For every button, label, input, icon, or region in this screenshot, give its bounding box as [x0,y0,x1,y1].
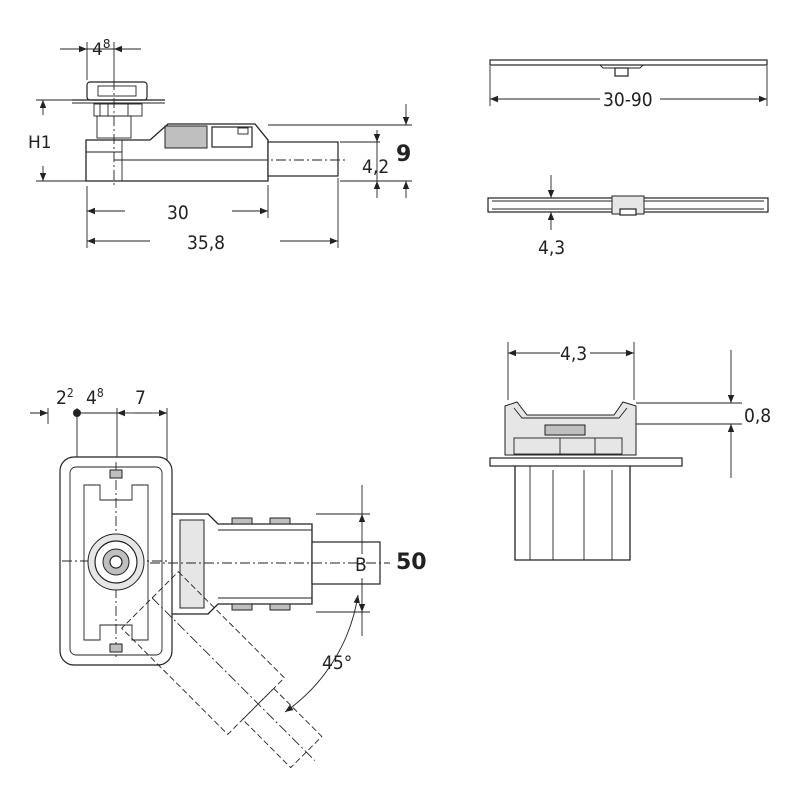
dim-height-h1: H1 [28,133,52,153]
dim-channel-height: 4,3 [538,237,565,259]
dim-offset-a: 22 [56,386,74,409]
dim-length-range: 30-90 [603,89,653,111]
dim-section-step: 0,8 [744,405,771,427]
outlet-pipe [267,141,339,177]
trap-section-body [514,466,631,561]
section-flange [489,457,683,467]
channel-top-view: 30-90 [489,59,768,111]
dim-outlet-height: 4,2 [362,156,389,178]
dim-inner-length: 30 [167,202,189,224]
angle-arc [284,594,360,713]
dim-outlet-overall: 9 [396,142,411,167]
channel-cover [489,59,768,66]
dim-total-length: 35,8 [187,232,225,254]
side-view: 48 H1 30 35,8 4,2 9 [28,37,412,254]
section-view: 4,3 0,8 [489,342,771,561]
dim-offset-c: 7 [135,387,146,409]
dim-top-width: 48 [92,37,110,60]
pipe-size: 50 [396,550,427,575]
connector-block [164,125,208,149]
drain-head [86,81,148,101]
trap-body [85,123,269,182]
dim-offset-b: 48 [86,386,104,409]
angled-outlet [121,571,323,769]
plan-view: 22 48 7 [30,386,427,769]
pipe-label: B [355,554,367,576]
dim-section-width: 4,3 [560,343,587,365]
angle-label: 45° [322,652,352,674]
channel-side-view: 4,3 [487,175,769,259]
